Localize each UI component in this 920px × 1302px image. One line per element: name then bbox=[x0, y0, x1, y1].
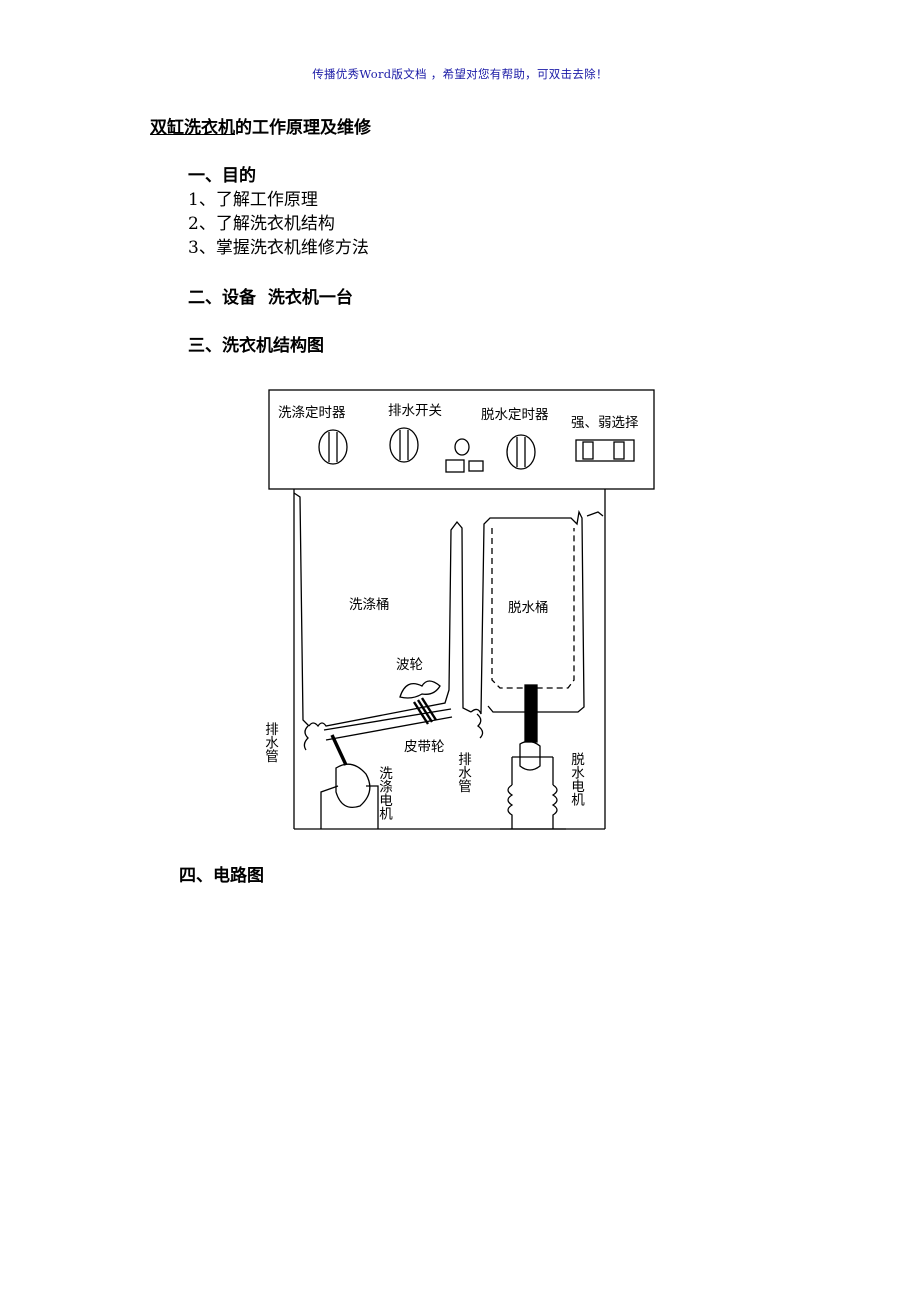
impeller-icon bbox=[399, 680, 441, 699]
section-equipment-heading: 二、设备 洗衣机一台 bbox=[188, 288, 353, 308]
title-rest: 的工作原理及维修 bbox=[235, 118, 371, 138]
label-impeller: 波轮 bbox=[396, 657, 423, 673]
label-wash-timer: 洗涤定时器 bbox=[278, 405, 346, 421]
spin-timer-knob-icon bbox=[506, 434, 536, 470]
label-wash-motor: 洗涤电机 bbox=[376, 766, 393, 822]
belt-pulley-coil-icon bbox=[412, 697, 438, 725]
control-panel bbox=[268, 389, 655, 490]
section-purpose-heading: 一、目的 bbox=[188, 166, 256, 186]
label-wash-tub: 洗涤桶 bbox=[349, 597, 390, 613]
label-strength-selector: 强、弱选择 bbox=[571, 415, 639, 431]
spin-tub bbox=[470, 509, 604, 715]
section-structure-heading: 三、洗衣机结构图 bbox=[188, 336, 324, 356]
label-spin-motor: 脱水电机 bbox=[568, 752, 585, 808]
drain-pipe-mid-icon bbox=[476, 713, 484, 739]
drain-switch-knob-icon bbox=[389, 427, 419, 463]
label-drain-pipe-mid: 排水管 bbox=[455, 752, 472, 793]
label-drain-pipe-left: 排水管 bbox=[262, 722, 279, 763]
title-underlined-part: 双缸洗衣机 bbox=[150, 118, 235, 138]
purpose-item-3: 3、掌握洗衣机维修方法 bbox=[188, 238, 369, 258]
label-spin-timer: 脱水定时器 bbox=[481, 407, 549, 423]
wash-tub bbox=[293, 492, 472, 728]
wash-timer-knob-icon bbox=[318, 429, 348, 465]
section-circuit-heading: 四、电路图 bbox=[179, 866, 264, 886]
label-belt-pulley: 皮带轮 bbox=[404, 739, 445, 755]
purpose-item-1: 1、了解工作原理 bbox=[188, 190, 318, 210]
document-title: 双缸洗衣机的工作原理及维修 bbox=[150, 113, 371, 138]
page-header-note: 传播优秀Word版文档 ，希望对您有帮助，可双击去除！ bbox=[312, 67, 608, 81]
label-drain-switch: 排水开关 bbox=[388, 403, 442, 419]
label-spin-tub: 脱水桶 bbox=[508, 600, 549, 616]
indicator-light-icon bbox=[445, 438, 484, 473]
wash-motor-icon bbox=[320, 734, 379, 829]
spin-motor-icon bbox=[500, 684, 566, 830]
drain-pipe-left-icon bbox=[303, 725, 309, 751]
purpose-item-2: 2、了解洗衣机结构 bbox=[188, 214, 335, 234]
strength-selector-switch-icon bbox=[575, 439, 635, 462]
